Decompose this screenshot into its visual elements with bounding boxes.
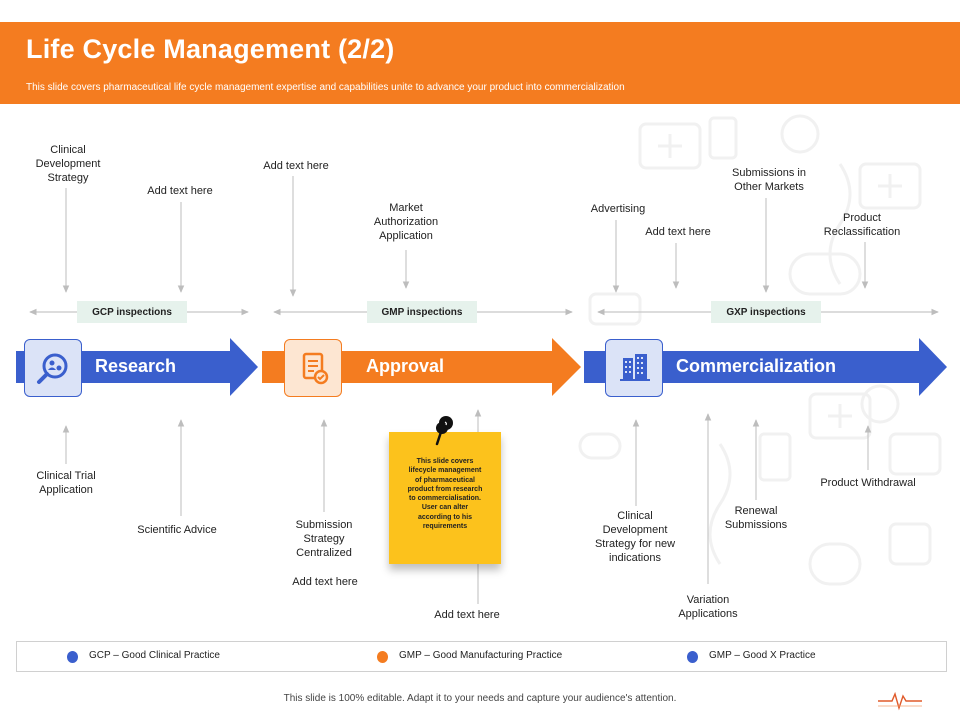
label-advertising: Advertising (590, 203, 646, 215)
header-banner: Life Cycle Management (2/2) This slide c… (0, 22, 960, 104)
background-medical-pattern (578, 114, 942, 586)
commercialization-icon-box (605, 339, 663, 397)
research-icon (37, 353, 68, 384)
label-product-withdrawal: Product Withdrawal (820, 477, 916, 489)
sticky-note-text: This slide covers lifecycle management o… (407, 458, 483, 531)
pill-gmp-inspections: GMP inspections (367, 301, 477, 323)
label-add-text-3: Add text here (645, 226, 711, 238)
label-scientific-advice: Scientific Advice (137, 524, 217, 536)
pill-gxp-inspections: GXP inspections (711, 301, 821, 323)
legend-box: GCP – Good Clinical Practice GMP – Good … (16, 641, 947, 672)
pushpin-icon (435, 416, 453, 446)
approval-icon (302, 352, 329, 385)
heartbeat-logo-icon (878, 691, 922, 711)
legend-text-gmp: GMP – Good Manufacturing Practice (399, 650, 563, 661)
label-add-text-1: Add text here (147, 185, 213, 197)
slide-subtitle: This slide covers pharmaceutical life cy… (26, 82, 625, 93)
sticky-note: This slide covers lifecycle management o… (389, 432, 501, 564)
building-icon (620, 354, 650, 381)
legend-dot-gxp (687, 651, 698, 663)
label-add-text-2: Add text here (263, 160, 329, 172)
phase-label-approval: Approval (366, 356, 445, 376)
slide-title: Life Cycle Management (2/2) (26, 34, 395, 64)
legend-dot-gcp (67, 651, 78, 663)
footer-text: This slide is 100% editable. Adapt it to… (283, 693, 677, 704)
legend-text-gcp: GCP – Good Clinical Practice (89, 650, 220, 661)
research-icon-box (24, 339, 82, 397)
approval-icon-box (284, 339, 342, 397)
legend-text-gxp: GMP – Good X Practice (709, 650, 816, 661)
commercialization-phase-arrow (584, 338, 947, 396)
label-add-text-5: Add text here (434, 609, 500, 621)
phase-label-commercialization: Commercialization (676, 356, 837, 376)
phase-label-research: Research (95, 356, 177, 376)
label-add-text-4: Add text here (292, 576, 358, 588)
pill-gcp-inspections: GCP inspections (77, 301, 187, 323)
legend-dot-gmp (377, 651, 388, 663)
